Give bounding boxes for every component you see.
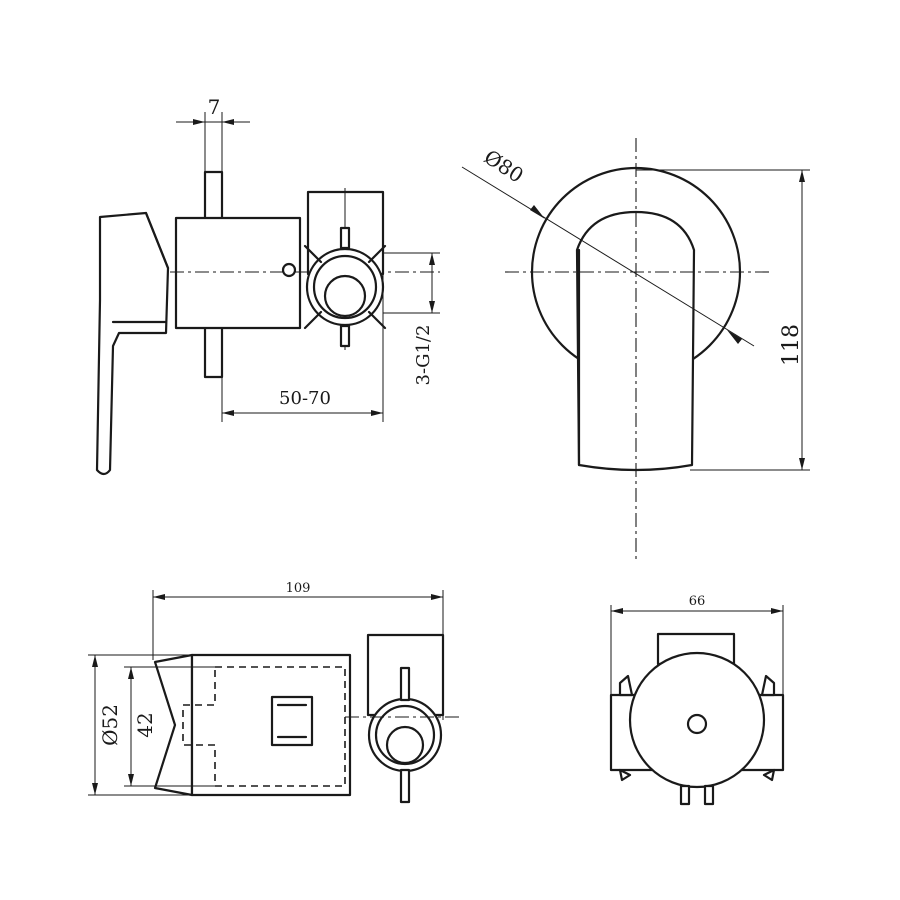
dim-109-arrow-left bbox=[153, 594, 165, 600]
dim-52-arrow-top bbox=[92, 655, 98, 667]
outlet-plan-outer bbox=[367, 697, 443, 773]
rear-pin-right bbox=[703, 784, 715, 806]
dim-5070-arrow-left bbox=[222, 410, 234, 416]
top-view: 109 Ø52 42 bbox=[88, 581, 460, 804]
dim-42-arrow-bottom bbox=[128, 774, 134, 786]
dim-label-flange-thickness: 7 bbox=[208, 95, 221, 119]
dim-label-cover-diameter: Ø80 bbox=[480, 145, 528, 188]
lever-plan bbox=[153, 653, 194, 797]
dia-80-leader bbox=[461, 166, 755, 347]
rear-center-hole bbox=[686, 713, 708, 735]
mixer-body bbox=[174, 216, 302, 330]
rear-pin-left bbox=[679, 784, 691, 806]
outlet-plan-inner bbox=[385, 725, 425, 765]
outlet-pin-bottom bbox=[399, 768, 411, 804]
dia-80-arrow-left bbox=[530, 205, 545, 219]
cartridge-hidden bbox=[182, 666, 346, 787]
dim-118-arrow-top bbox=[799, 170, 805, 182]
fitting-lugs bbox=[303, 244, 387, 330]
dim-label-length: 109 bbox=[286, 581, 311, 596]
dim-66-arrow-left bbox=[611, 608, 623, 614]
rear-lugs-bottom bbox=[618, 768, 776, 782]
body-screw bbox=[281, 262, 297, 278]
dim-label-height: 118 bbox=[779, 324, 804, 366]
rear-lugs-top bbox=[618, 674, 776, 697]
rear-view: 66 bbox=[609, 594, 785, 806]
outlet-fitting-ring bbox=[312, 254, 378, 320]
dim-label-body-diameter: Ø52 bbox=[98, 704, 122, 746]
dim-label-width: 66 bbox=[689, 594, 706, 609]
dim-7-arrow-right bbox=[222, 119, 234, 125]
dia-80-arrow-right bbox=[727, 330, 742, 344]
front-view: Ø80 118 bbox=[461, 138, 810, 562]
dim-52-arrow-bottom bbox=[92, 783, 98, 795]
fitting-pin-top bbox=[339, 226, 351, 250]
cartridge-ribs bbox=[276, 703, 308, 739]
dim-109-arrow-right bbox=[431, 594, 443, 600]
fitting-pin-bottom bbox=[339, 324, 351, 348]
outlet-pin-top bbox=[399, 666, 411, 702]
lever-edge bbox=[144, 211, 170, 270]
dim-5070-arrow-right bbox=[371, 410, 383, 416]
side-view: 7 3-G1/2 50-70 bbox=[95, 95, 440, 476]
dim-66-arrow-right bbox=[771, 608, 783, 614]
lever-handle bbox=[95, 211, 170, 476]
g12-arrow-top bbox=[429, 253, 435, 265]
g12-arrow-bottom bbox=[429, 301, 435, 313]
dim-label-projection: 50-70 bbox=[279, 388, 331, 409]
dim-118-arrow-bottom bbox=[799, 458, 805, 470]
dim-7-arrow-left bbox=[193, 119, 205, 125]
dim-42-arrow-top bbox=[128, 667, 134, 679]
outlet-fitting-inner bbox=[323, 274, 367, 318]
dim-label-body-inner: 42 bbox=[133, 712, 157, 737]
dim-label-connections: 3-G1/2 bbox=[413, 325, 434, 386]
